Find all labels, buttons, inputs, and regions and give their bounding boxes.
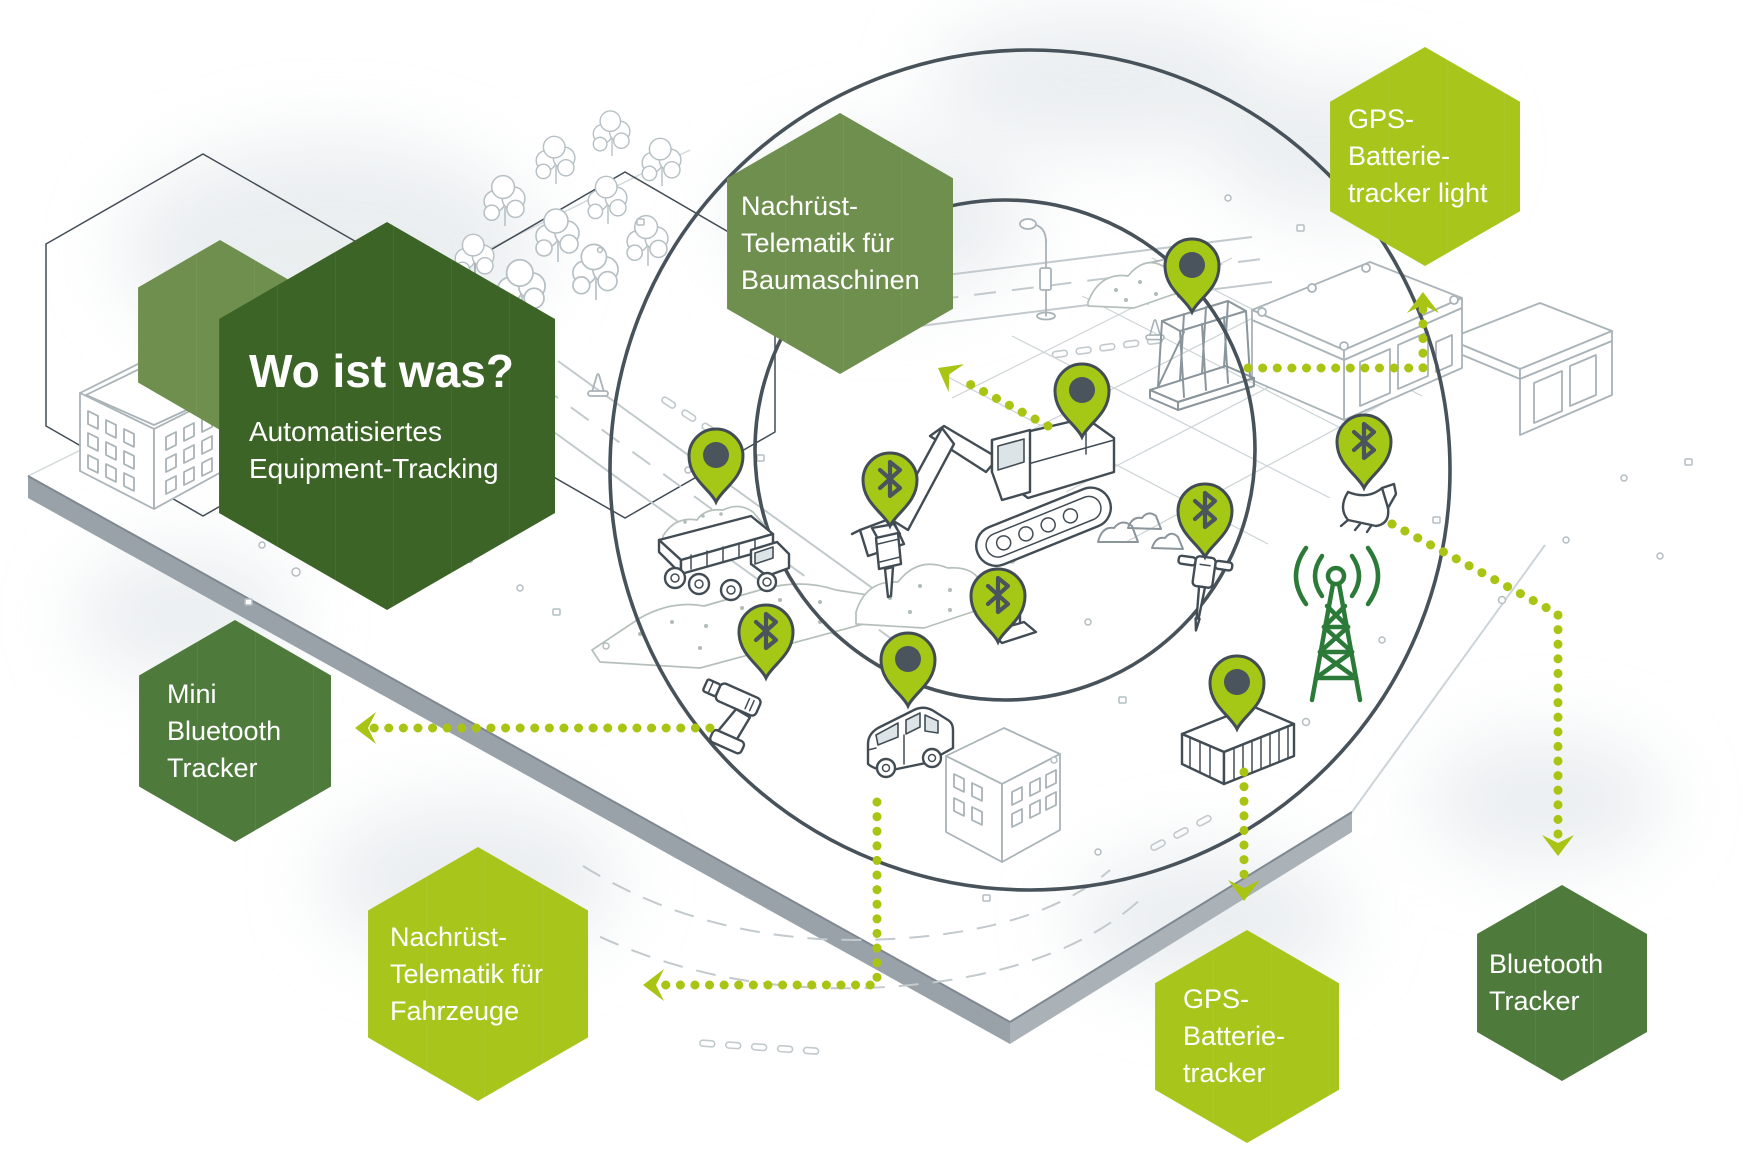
dump-truck (657, 505, 791, 602)
label-line: Bluetooth (1489, 949, 1604, 979)
label-line: Batterie- (1348, 141, 1451, 171)
label-hexagon-baumaschinen: Nachrüst- Telematik für Baumaschinen (727, 113, 953, 374)
label-line: Baumaschinen (741, 265, 920, 295)
label-line: Nachrüst- (390, 921, 508, 952)
cordless-drill (702, 678, 762, 755)
van (866, 706, 955, 779)
label-line: Nachrüst- (741, 191, 859, 221)
label-line: GPS- (1348, 104, 1415, 134)
location-pin-icon (687, 427, 745, 504)
outer-tracking-ring (608, 48, 1452, 892)
connector-arrows (355, 292, 1574, 1001)
label-hexagon-mini-bluetooth: Mini Bluetooth Tracker (139, 620, 331, 842)
label-line: tracker (1183, 1058, 1266, 1088)
page-subtitle-line: Equipment-Tracking (249, 453, 499, 484)
label-line: GPS- (1183, 984, 1250, 1014)
bluetooth-pin-icon (739, 605, 793, 678)
warehouse-left (1251, 261, 1463, 421)
traffic-cone (587, 373, 609, 397)
location-pin-icon (1163, 237, 1221, 314)
label-line: Telematik für (390, 958, 544, 989)
excavator-bucket (1339, 482, 1398, 534)
office-building-bottom (945, 727, 1061, 863)
page-subtitle-line: Automatisiertes (249, 416, 442, 447)
label-line: Tracker (1489, 986, 1580, 1016)
bluetooth-pin-icon (1178, 484, 1232, 557)
label-line: Tracker (167, 752, 258, 783)
traffic-cone (1145, 319, 1165, 341)
street-lamp (1019, 218, 1056, 321)
demolition-breaker (1177, 554, 1234, 632)
warehouse-right (1447, 302, 1613, 436)
label-line: Batterie- (1183, 1021, 1286, 1051)
label-line: Mini (167, 678, 217, 709)
inner-tracking-ring (753, 198, 1257, 702)
label-line: Telematik für (741, 228, 895, 258)
hydraulic-hammer (870, 522, 903, 599)
location-pin-icon (879, 631, 937, 708)
label-line: Bluetooth (167, 715, 282, 746)
page-title: Wo ist was? (249, 345, 514, 397)
bluetooth-pin-icon (1337, 415, 1391, 488)
radio-tower-icon (1293, 545, 1381, 703)
label-line: Fahrzeuge (390, 995, 520, 1026)
label-line: tracker light (1348, 178, 1488, 208)
glass-rack (1149, 300, 1255, 411)
